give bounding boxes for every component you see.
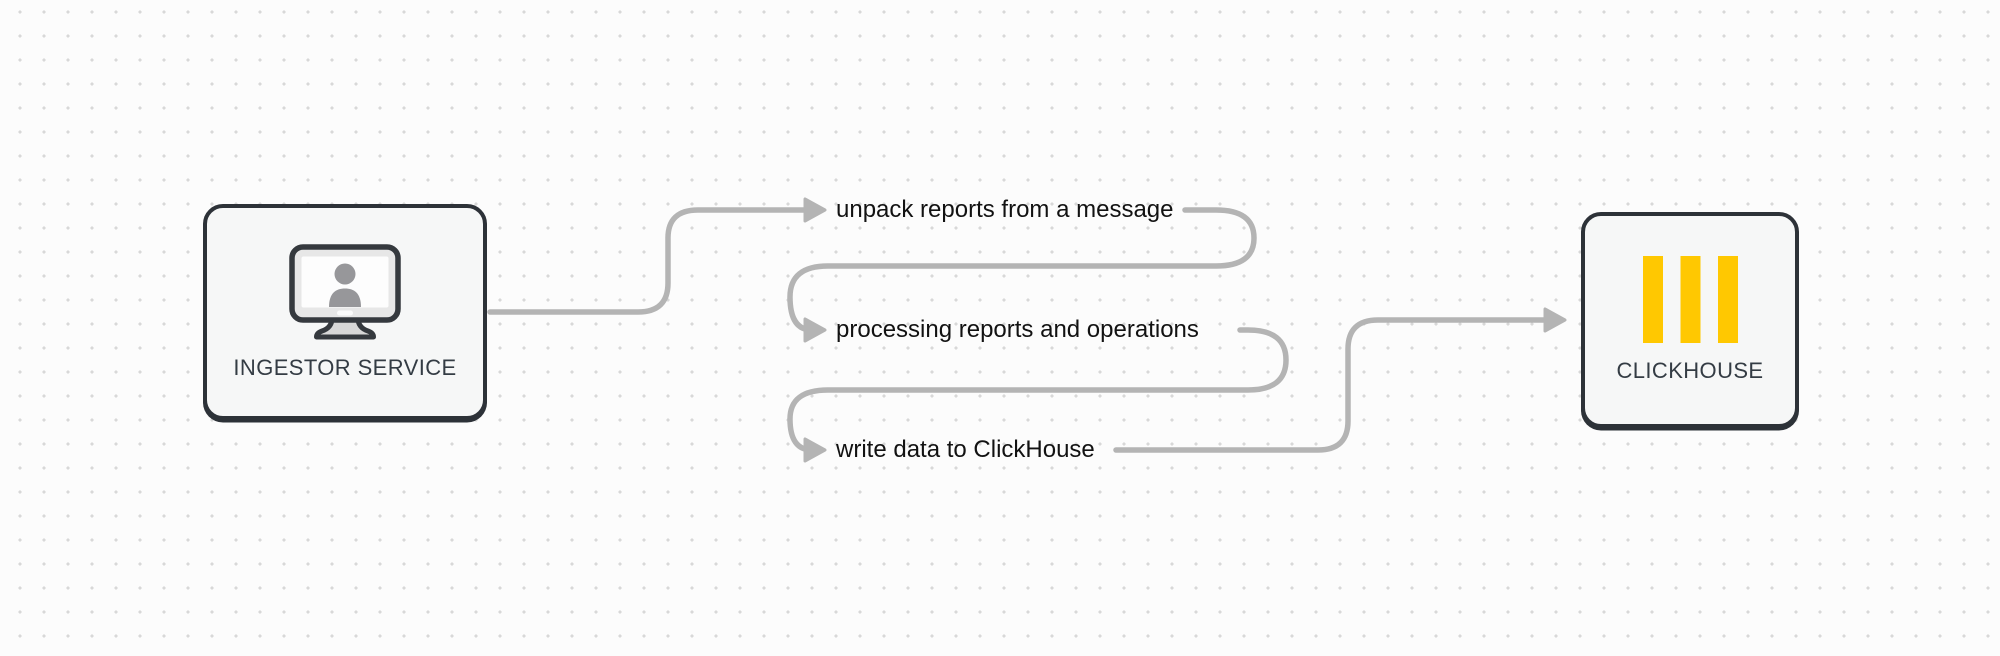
step-label-write-data: write data to ClickHouse bbox=[836, 436, 1095, 463]
monitor-user-icon bbox=[289, 243, 401, 339]
clickhouse-logo-icon bbox=[1642, 256, 1738, 343]
connector-step1-to-step2 bbox=[787, 207, 1257, 333]
arrowhead-clickhouse-icon bbox=[1543, 307, 1567, 333]
step-label-unpack-reports: unpack reports from a message bbox=[836, 196, 1174, 223]
arrowhead-step1-icon bbox=[803, 197, 827, 223]
node-clickhouse[interactable]: CLICKHOUSE bbox=[1581, 212, 1799, 428]
node-ingestor-service[interactable]: INGESTOR SERVICE bbox=[203, 204, 487, 420]
connector-step3-to-clickhouse bbox=[1113, 317, 1549, 453]
connector-ingestor-to-step1 bbox=[487, 207, 809, 315]
connector-step2-to-step3 bbox=[787, 327, 1289, 453]
arrowhead-step3-icon bbox=[803, 437, 827, 463]
node-ingestor-label: INGESTOR SERVICE bbox=[233, 354, 457, 380]
node-clickhouse-label: CLICKHOUSE bbox=[1616, 358, 1764, 383]
arrowhead-step2-icon bbox=[803, 317, 827, 343]
step-label-processing-reports: processing reports and operations bbox=[836, 316, 1199, 343]
